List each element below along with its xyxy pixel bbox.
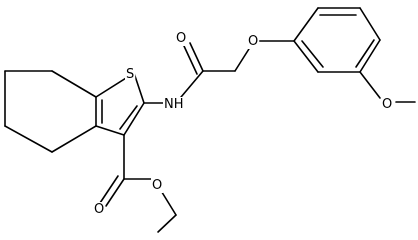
bond [105,178,125,207]
bond [123,102,145,136]
atom-ester-alkoxy-oxygen: O [152,178,162,193]
bond [359,39,381,73]
bond [359,71,381,99]
atom-label-background [381,97,394,112]
atom-label-background [163,97,185,112]
bond [51,70,97,98]
atom-methoxy-oxygen: O [382,97,392,112]
atom-label-background [247,34,260,49]
bond [95,125,125,136]
atom-ether-oxygen: O [248,34,258,49]
bond-lines [4,7,416,233]
atom-label-background [93,202,106,217]
atom-sulfur: S [126,67,134,82]
bond [51,125,97,153]
atom-label-background [175,31,188,46]
bond [355,39,375,68]
atom-ester-carbonyl-oxygen: O [94,202,104,217]
bond [159,188,177,216]
bond [99,175,119,204]
bond [133,72,145,104]
atom-labels: S NH O O O O O [93,31,394,217]
bond [157,214,177,233]
atom-amide-oxygen: O [176,31,186,46]
bond [189,42,204,72]
bond [293,7,319,42]
bond [293,40,319,73]
bond [359,7,381,41]
bond [4,125,53,153]
bond [119,105,138,130]
atom-amide-nitrogen: NH [164,97,184,112]
bond [301,40,324,68]
bond [183,45,198,75]
atom-label-background [151,178,164,193]
atom-label-background [125,67,136,82]
